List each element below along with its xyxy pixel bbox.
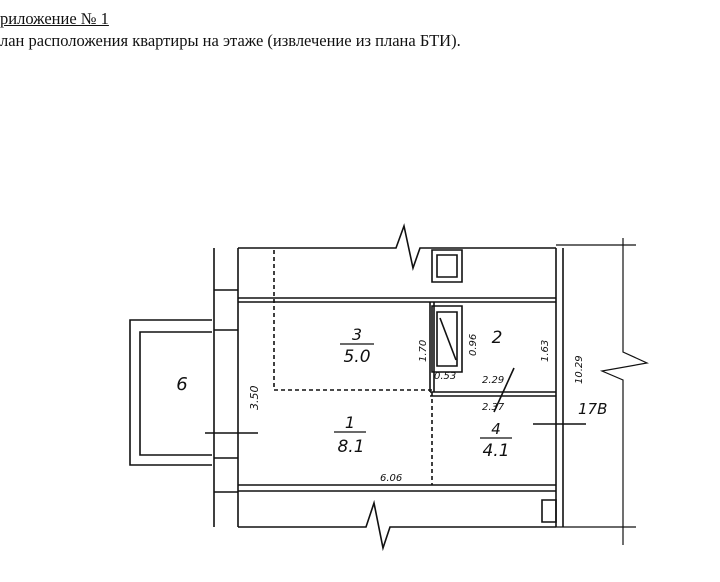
duct-width-dim: 0.53 [434,371,456,382]
partition-horizontal [430,391,556,397]
right-wall [555,248,564,527]
room4-width-dim: 2.37 [482,402,505,413]
page-heading: риложение № 1 лан расположения квартиры … [0,8,461,52]
room-6-number: 6 [176,374,187,395]
room3-boundary-dashed [273,250,432,391]
overall-height-dim: 10.29 [574,355,585,384]
vent-duct-main [431,305,463,373]
room-4-number: 4 [491,420,501,438]
vent-duct-diagonal [439,317,457,361]
room-3-area: 5.0 [343,347,370,367]
room2-width-dim: 2.29 [482,375,504,386]
plan-caption: лан расположения квартиры на этаже (извл… [0,31,461,50]
appendix-title: риложение № 1 [0,9,109,28]
room-4-area: 4.1 [482,441,509,461]
room-2-number: 2 [492,328,503,348]
left-outer-wall [213,248,239,527]
room-3-number: 3 [352,325,362,344]
balcony-inner-line [139,331,212,456]
left-wall-dim: 3.50 [248,386,261,411]
overall-dimension-line [599,238,649,545]
corner-fixture [541,499,557,523]
bottom-wall [238,484,556,492]
partition-vertical [429,302,435,392]
bottom-length-dim: 6.06 [380,473,402,484]
room-1-number: 1 [345,413,355,432]
dimension-tick [493,367,515,413]
room2-duct-dim: 0.96 [468,334,479,356]
balcony-outline [129,319,212,466]
room-1-area: 8.1 [337,437,364,457]
room3-height-dim: 1.70 [418,340,429,362]
room2-height-dim: 1.63 [540,340,551,362]
inner-top-wall [238,297,556,303]
vent-duct-top [431,249,463,283]
dimension-extension-lines [556,244,636,528]
left-wall-openings [214,289,238,493]
top-wall-break [238,223,556,271]
bottom-wall-break [238,499,556,552]
section-code: 17В [578,400,607,418]
